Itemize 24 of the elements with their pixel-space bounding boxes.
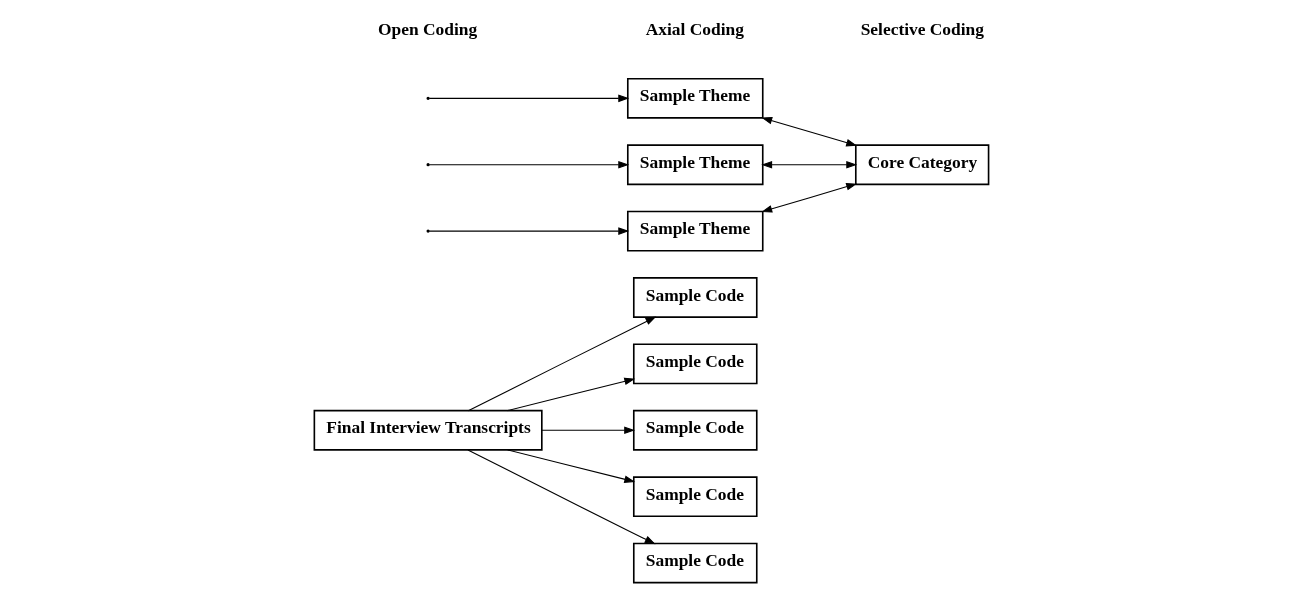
node-box: Core Category	[854, 144, 989, 186]
node-box: Sample Code	[632, 343, 758, 385]
arrow	[506, 449, 635, 483]
arrow	[466, 449, 656, 545]
node-box: Sample Code	[632, 476, 758, 518]
node-box: Sample Theme	[626, 210, 764, 252]
label: Selective Coding	[860, 19, 984, 39]
arrow	[428, 227, 629, 235]
node-box: Sample Theme	[626, 144, 764, 186]
node-box: Sample Code	[632, 409, 758, 451]
arrow	[760, 183, 857, 213]
arrow	[760, 160, 857, 169]
arrow	[467, 316, 656, 412]
arrow	[428, 94, 629, 103]
label: Axial Coding	[645, 19, 744, 39]
arrow	[760, 116, 857, 147]
arrow	[540, 426, 635, 435]
arrow	[428, 160, 629, 169]
node-box: Sample Theme	[626, 77, 764, 119]
arrow	[506, 377, 635, 412]
label: Open Coding	[377, 19, 477, 39]
node-box: Final Interview Transcripts	[313, 409, 543, 451]
node-box: Sample Code	[632, 542, 758, 584]
node-box: Sample Code	[632, 277, 758, 318]
